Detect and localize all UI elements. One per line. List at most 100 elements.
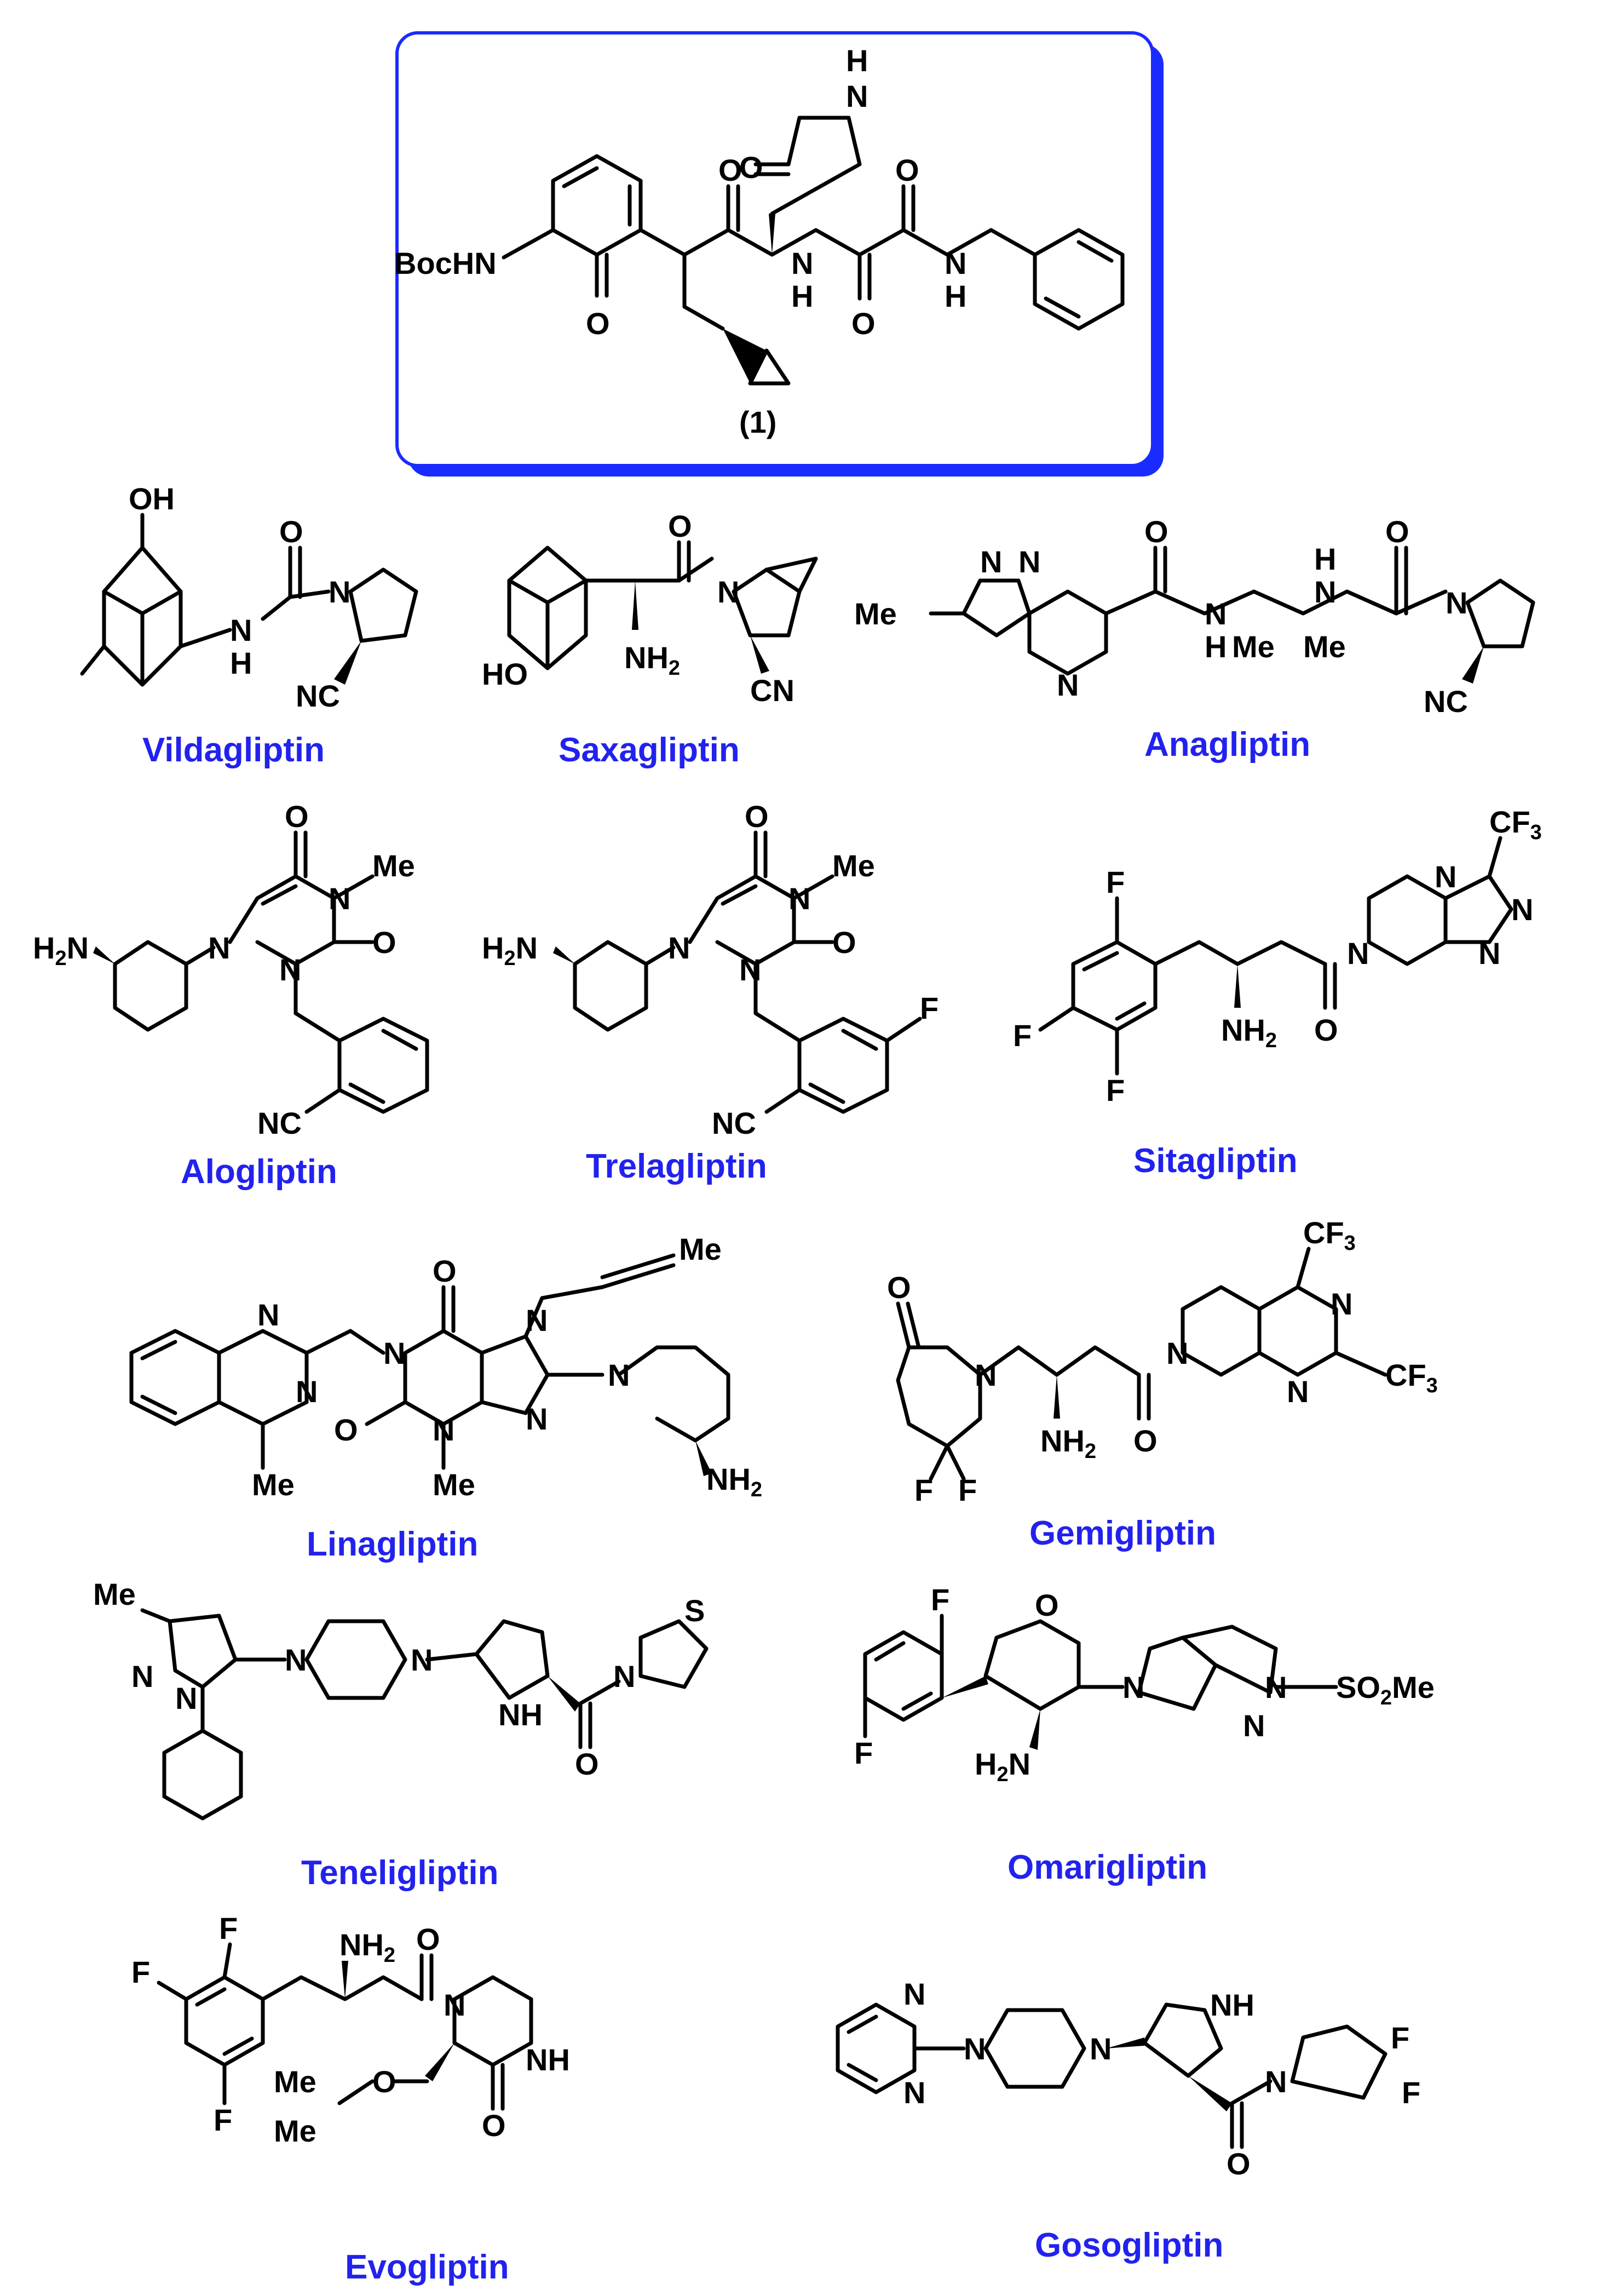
svg-text:O: O	[832, 925, 856, 960]
svg-text:O: O	[1133, 1423, 1158, 1458]
sitagliptin-label: Sitagliptin	[1133, 1142, 1298, 1180]
svg-text:F: F	[1391, 2021, 1409, 2055]
omarigliptin-structure: F F O H2N N N N SO2Me	[854, 1582, 1435, 1786]
svg-text:O: O	[851, 306, 876, 341]
saxagliptin-structure: HO O N NH2 CN	[482, 509, 818, 708]
svg-text:NC: NC	[257, 1106, 302, 1140]
svg-text:F: F	[920, 991, 939, 1025]
svg-text:N: N	[1511, 892, 1533, 927]
svg-text:N: N	[1243, 1708, 1265, 1743]
svg-text:Me: Me	[832, 848, 875, 883]
svg-text:O: O	[1227, 2146, 1251, 2181]
svg-text:N: N	[668, 931, 690, 965]
svg-text:N: N	[444, 1988, 465, 2022]
svg-text:O: O	[1385, 514, 1409, 549]
svg-text:N: N	[791, 246, 813, 280]
svg-text:O: O	[1144, 514, 1168, 549]
svg-text:O: O	[416, 1922, 440, 1956]
svg-text:Me: Me	[1232, 629, 1275, 664]
svg-text:N: N	[296, 1374, 318, 1409]
trelagliptin-structure: H2N O N Me O N N F NC	[482, 799, 939, 1140]
evogliptin-label: Evogliptin	[345, 2248, 509, 2286]
svg-text:SO2Me: SO2Me	[1336, 1670, 1435, 1709]
svg-text:H: H	[1205, 629, 1227, 664]
svg-text:N: N	[846, 79, 868, 113]
gemigliptin-structure: O N NH2 O N CF3 N N CF3 F F	[887, 1215, 1438, 1507]
svg-text:N: N	[1090, 2031, 1112, 2066]
svg-text:N: N	[1331, 1287, 1352, 1321]
svg-text:CF3: CF3	[1385, 1358, 1438, 1397]
svg-text:N: N	[1347, 936, 1369, 971]
svg-text:NH: NH	[1210, 1988, 1254, 2022]
svg-text:H: H	[1314, 542, 1336, 576]
svg-text:F: F	[1013, 1018, 1032, 1053]
compound-1-box	[395, 31, 1164, 477]
alogliptin-label: Alogliptin	[181, 1153, 337, 1191]
sitagliptin-structure: F F F NH2 O N N N N CF3	[1013, 805, 1542, 1107]
svg-text:F: F	[131, 1955, 150, 1989]
svg-text:N: N	[230, 613, 252, 647]
svg-text:H2N: H2N	[975, 1747, 1030, 1786]
svg-text:F: F	[931, 1582, 949, 1617]
svg-text:Me: Me	[372, 848, 415, 883]
svg-text:O: O	[279, 514, 303, 549]
svg-text:O: O	[745, 799, 769, 834]
svg-text:N: N	[285, 1643, 307, 1677]
svg-text:N: N	[257, 1298, 279, 1332]
svg-text:O: O	[482, 2108, 506, 2143]
svg-text:N: N	[411, 1643, 433, 1677]
svg-text:N: N	[945, 246, 966, 280]
svg-text:H: H	[945, 279, 966, 313]
anagliptin-label: Anagliptin	[1144, 726, 1310, 764]
svg-text:N: N	[208, 931, 230, 965]
svg-text:O: O	[718, 153, 742, 187]
svg-text:NH2: NH2	[1221, 1013, 1277, 1052]
svg-text:S: S	[684, 1593, 705, 1628]
svg-text:F: F	[219, 1911, 238, 1945]
svg-text:O: O	[586, 306, 610, 341]
svg-text:Me: Me	[1303, 629, 1346, 664]
svg-text:N: N	[1122, 1670, 1144, 1704]
svg-text:N: N	[903, 2075, 925, 2110]
svg-text:NH2: NH2	[706, 1462, 762, 1501]
svg-text:O: O	[1314, 1013, 1338, 1047]
svg-text:NH2: NH2	[1040, 1423, 1096, 1463]
svg-text:N: N	[329, 881, 350, 916]
svg-text:Me: Me	[93, 1577, 136, 1611]
teneligliptin-structure: Me N N N N NH O N S	[93, 1577, 709, 1821]
svg-text:N: N	[279, 952, 301, 987]
svg-text:N: N	[1265, 1670, 1287, 1704]
svg-text:H: H	[791, 279, 813, 313]
svg-text:N: N	[1265, 2064, 1287, 2099]
svg-text:N: N	[717, 575, 739, 609]
svg-text:N: N	[1057, 668, 1079, 702]
svg-text:F: F	[958, 1473, 977, 1507]
svg-text:F: F	[1402, 2075, 1420, 2110]
gosogliptin-label: Gosogliptin	[1035, 2226, 1223, 2264]
compound-1-structure: BocHN O O N H O O N H O H N (1)	[394, 43, 1125, 439]
svg-text:N: N	[131, 1659, 153, 1694]
svg-text:N: N	[788, 881, 810, 916]
svg-text:CF3: CF3	[1303, 1215, 1356, 1255]
saxagliptin-label: Saxagliptin	[559, 731, 740, 769]
svg-text:BocHN: BocHN	[394, 246, 497, 280]
svg-text:OH: OH	[129, 481, 175, 516]
svg-text:HO: HO	[482, 657, 528, 691]
svg-text:F: F	[1106, 865, 1125, 899]
svg-text:Me: Me	[679, 1232, 722, 1266]
evogliptin-structure: F F F NH2 O N NH O O Me Me	[131, 1911, 570, 2148]
svg-text:O: O	[887, 1270, 911, 1305]
svg-text:O: O	[895, 153, 919, 187]
svg-text:O: O	[372, 2064, 396, 2099]
svg-text:NC: NC	[296, 679, 340, 713]
svg-text:N: N	[175, 1681, 197, 1715]
svg-text:O: O	[334, 1413, 358, 1447]
svg-text:N: N	[1287, 1374, 1309, 1409]
svg-text:NH: NH	[498, 1697, 543, 1732]
gemigliptin-label: Gemigliptin	[1029, 1514, 1216, 1552]
vildagliptin-label: Vildagliptin	[142, 731, 325, 769]
svg-text:N: N	[526, 1303, 548, 1338]
svg-text:O: O	[1035, 1588, 1059, 1622]
svg-text:O: O	[372, 925, 396, 960]
